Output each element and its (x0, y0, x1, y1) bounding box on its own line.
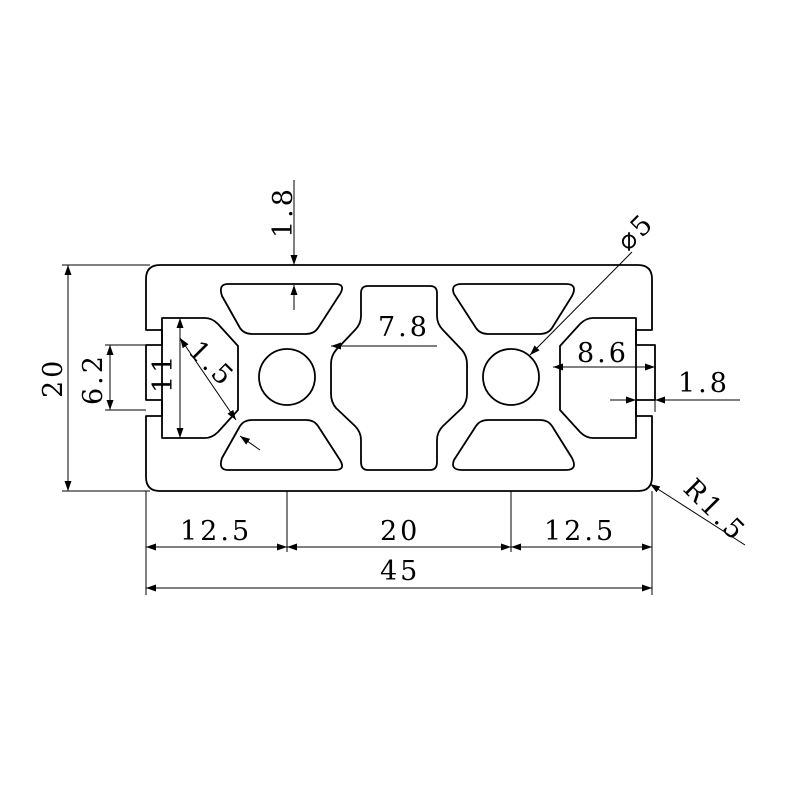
corner-radius-label: R1.5 (677, 473, 752, 548)
outer-contour (145, 264, 656, 492)
center-cavity (330, 285, 468, 471)
right-t-slot (559, 317, 637, 439)
bottom-right-cavity (452, 419, 575, 471)
slot-opening-label: 8.6 (577, 338, 629, 369)
profile-outline (145, 264, 656, 492)
hole-diameter-label: ⌀5 (611, 207, 661, 257)
side-wall-label: 1.8 (678, 368, 730, 399)
height-label: 20 (38, 358, 69, 398)
total-length-label: 45 (380, 556, 420, 587)
hole-diameter-leader (529, 251, 633, 356)
right-center-hole (482, 348, 540, 406)
left-t-slot (161, 317, 239, 439)
slot-width-label: 6.2 (78, 353, 109, 405)
chamfer-leader (179, 337, 237, 421)
left-center-hole (258, 348, 316, 406)
chamfer-label: 1.5 (182, 335, 241, 394)
right-offset-label: 12.5 (544, 516, 616, 547)
center-pitch-label: 20 (380, 516, 420, 547)
left-offset-label: 12.5 (180, 516, 252, 547)
bottom-left-cavity (219, 419, 344, 471)
slot-depth-label: 11 (148, 353, 179, 393)
top-left-cavity (219, 283, 344, 335)
center-width-label: 7.8 (378, 312, 430, 343)
top-wall-label: 1.8 (268, 186, 299, 238)
top-right-cavity (452, 283, 575, 335)
chamfer-leader-2 (239, 435, 261, 451)
dimension-lines (62, 180, 746, 595)
corner-radius-leader (649, 483, 746, 546)
